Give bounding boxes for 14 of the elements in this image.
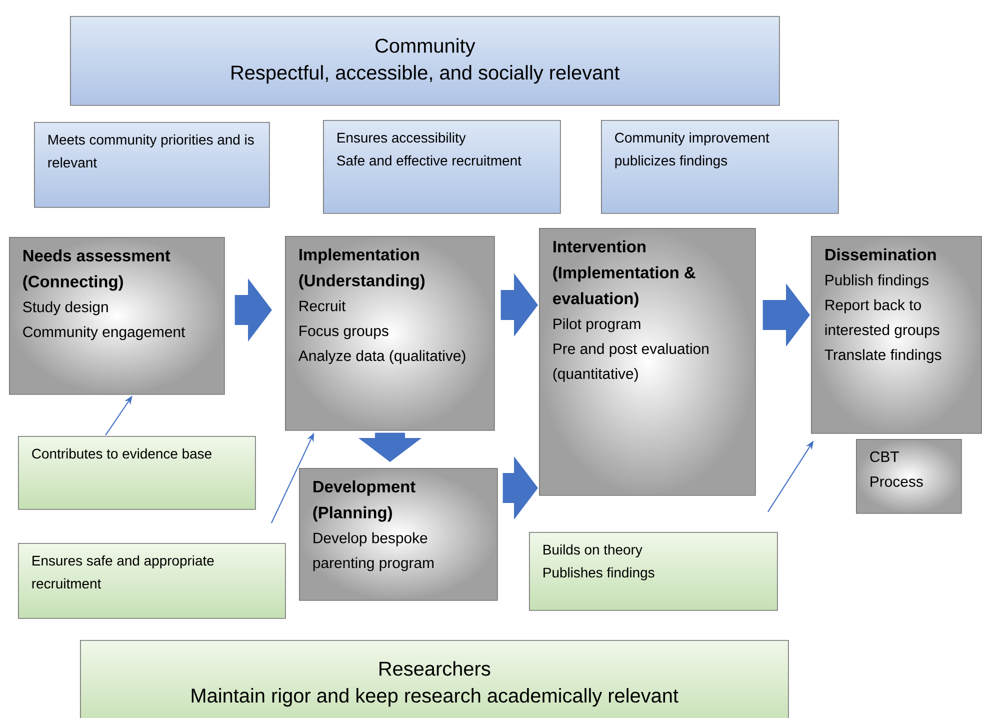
note-box: Contributes to evidence base xyxy=(18,436,256,510)
note-box: Builds on theory Publishes findings xyxy=(529,532,778,611)
note-box: Community improvement publicizes findings xyxy=(601,120,839,214)
banner-box: Researchers Maintain rigor and keep research academically relevant xyxy=(80,640,789,718)
stage-box: Development (Planning) Develop bespoke parenting program xyxy=(299,468,498,601)
stage-box: CBT Process xyxy=(856,439,962,514)
note-box: Meets community priorities and is relevant xyxy=(34,122,270,208)
note-box: Ensures safe and appropriate recruitment xyxy=(18,543,286,619)
stage-box: Needs assessment (Connecting) Study design Community engagement xyxy=(9,237,225,395)
note-box: Ensures accessibility Safe and effective recruitment xyxy=(323,120,561,214)
stage-box: Implementation (Understanding) Recruit Focus groups Analyze data (qualitative) xyxy=(285,236,495,431)
banner-box: Community Respectful, accessible, and socially relevant xyxy=(70,16,780,106)
stage-box: Dissemination Publish findings Report back to interested groups Translate findings xyxy=(811,236,982,434)
stage-box: Intervention (Implementation & evaluation) Pilot program Pre and post evaluation (quantitative) xyxy=(539,228,756,496)
